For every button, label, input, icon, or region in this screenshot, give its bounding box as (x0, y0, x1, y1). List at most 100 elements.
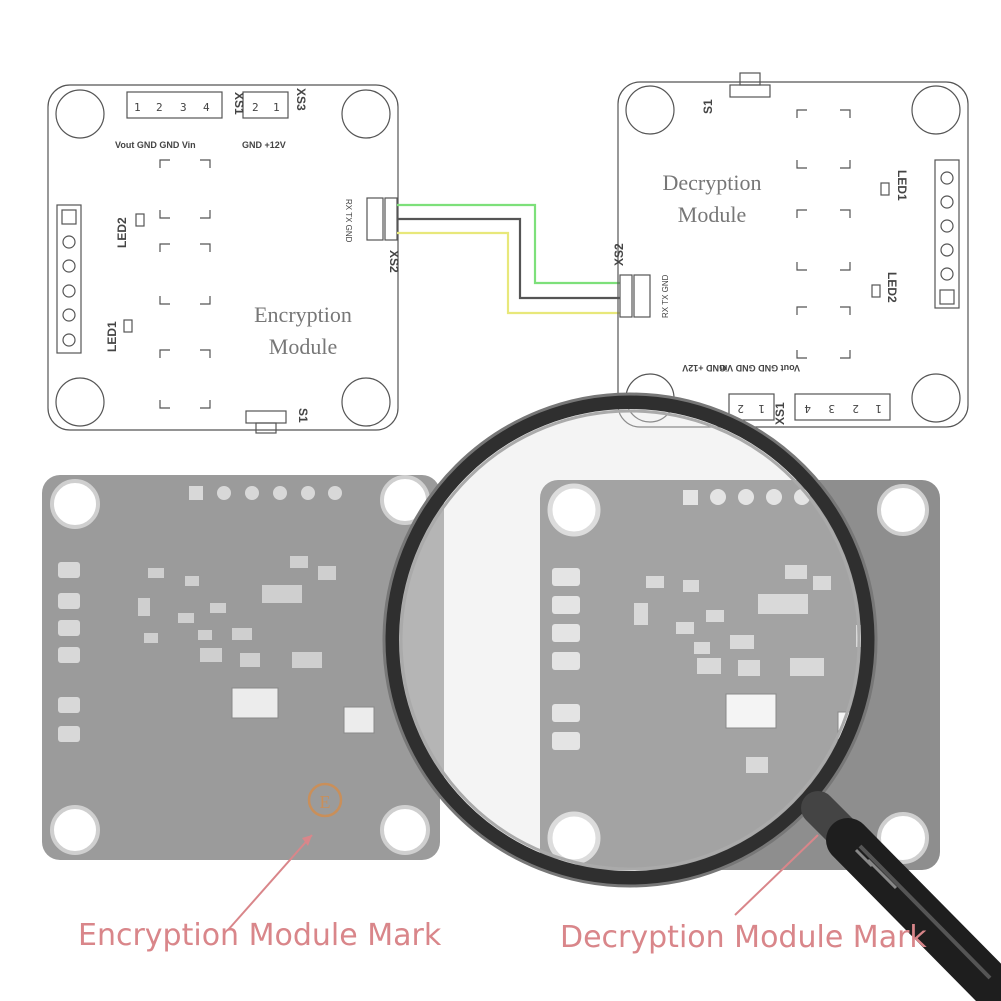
connection-wires (397, 203, 620, 315)
magnifying-glass-icon (382, 392, 1001, 1001)
encryption-schematic-text: 1 2 3 4 2 1 XS1 XS3 Vout GND GND Vin GND… (105, 88, 401, 423)
square-pin (939, 289, 955, 305)
xs3-header (728, 393, 775, 421)
s1-label: S1 (701, 99, 715, 114)
round-pin (62, 333, 76, 347)
mount-hole (911, 373, 961, 423)
component-outline (159, 243, 211, 305)
side-pads (58, 562, 80, 742)
round-pin (940, 195, 954, 209)
s1-switch (729, 84, 771, 98)
round-pin (62, 308, 76, 322)
xs3-pin-1: 1 (758, 402, 765, 415)
rx-tx-label: RX TX GND (661, 274, 670, 318)
pad-row (189, 486, 342, 500)
mount-hole (341, 89, 391, 139)
xs2-label: XS2 (387, 250, 401, 273)
encryption-schematic (47, 84, 399, 434)
xs3-header (242, 91, 289, 119)
xs1-label: XS1 (773, 402, 787, 425)
xs2-label: XS2 (612, 243, 626, 266)
round-pin (940, 219, 954, 233)
switch-body (343, 706, 375, 734)
arrow-head (302, 835, 312, 846)
led1-footprint (123, 319, 133, 333)
component-outline (796, 306, 851, 359)
decryption-schematic-text: 1 2 3 4 1 2 XS1 XS3 Vout GND GND Vin GND… (612, 99, 909, 430)
square-pin (61, 209, 77, 225)
component-outline (796, 109, 851, 169)
round-pin (62, 235, 76, 249)
led1-footprint (880, 182, 890, 196)
round-pin (62, 259, 76, 273)
xs1-label: XS1 (232, 92, 246, 115)
decryption-title-line1: Decryption (663, 170, 762, 195)
encryption-mark-arrow (227, 834, 313, 931)
decryption-board-outline (617, 81, 969, 428)
left-pin-header (56, 204, 82, 354)
component-outline (159, 349, 211, 409)
led1-label: LED1 (895, 170, 909, 201)
encryption-pcb-board (42, 475, 440, 860)
led2-footprint (871, 284, 881, 298)
decryption-schematic (617, 72, 969, 428)
silk-mark-ring (307, 782, 343, 818)
s1-switch (245, 410, 287, 424)
mount-hole (877, 812, 929, 864)
crystal (231, 687, 279, 719)
component-outline (796, 209, 851, 271)
led2-footprint (135, 213, 145, 227)
power-labels: GND +12V (682, 363, 726, 373)
xs1-pin-1: 1 (875, 402, 882, 415)
encryption-title-line2: Module (269, 334, 337, 359)
mount-hole (877, 484, 929, 536)
led1-label: LED1 (105, 321, 119, 352)
decryption-title-line2: Module (678, 202, 746, 227)
mount-hole (341, 377, 391, 427)
xs1-pin-1: 1 (134, 101, 141, 114)
led2-label: LED2 (885, 272, 899, 303)
xs1-header (794, 393, 891, 421)
s1-actuator (255, 422, 277, 434)
xs2-pins (619, 274, 633, 318)
round-pin (940, 243, 954, 257)
mount-hole (50, 805, 100, 855)
mount-hole (625, 85, 675, 135)
xs1-pin-3: 3 (180, 101, 187, 114)
pin-function-labels: Vout GND GND Vin (719, 363, 800, 373)
encryption-board-outline (47, 84, 399, 431)
component-outline (159, 159, 211, 219)
xs1-pin-3: 3 (828, 402, 835, 415)
right-pin-header (934, 159, 960, 309)
s1-label: S1 (296, 408, 310, 423)
round-pin (940, 267, 954, 281)
xs3-pin-2: 2 (737, 402, 744, 415)
rx-tx-label: RX TX GND (344, 199, 353, 243)
xs1-pin-2: 2 (156, 101, 163, 114)
xs2-connector (366, 197, 384, 241)
led2-label: LED2 (115, 217, 129, 248)
silk-mark-letter: E (320, 792, 331, 812)
encryption-title-line1: Encryption (254, 302, 352, 327)
wire-green (397, 203, 620, 285)
smd-components (138, 556, 336, 668)
xs1-pin-4: 4 (203, 101, 210, 114)
xs2-pins (384, 197, 398, 241)
xs1-header (126, 91, 223, 119)
mount-hole (55, 377, 105, 427)
s1-actuator (739, 72, 761, 86)
xs3-label: XS3 (294, 88, 308, 111)
wire-yellow (397, 231, 620, 315)
encryption-pcb-photo: E (42, 475, 440, 860)
wire-dark (397, 217, 620, 300)
pin-function-labels: Vout GND GND Vin (115, 140, 196, 150)
mount-hole (55, 89, 105, 139)
mount-hole (380, 805, 430, 855)
xs2-connector (633, 274, 651, 318)
xs1-pin-2: 2 (852, 402, 859, 415)
round-pin (62, 284, 76, 298)
xs3-pin-1: 1 (273, 101, 280, 114)
decryption-mark-caption: Decryption Module Mark (560, 920, 927, 955)
decryption-mark-arrow (734, 834, 819, 916)
